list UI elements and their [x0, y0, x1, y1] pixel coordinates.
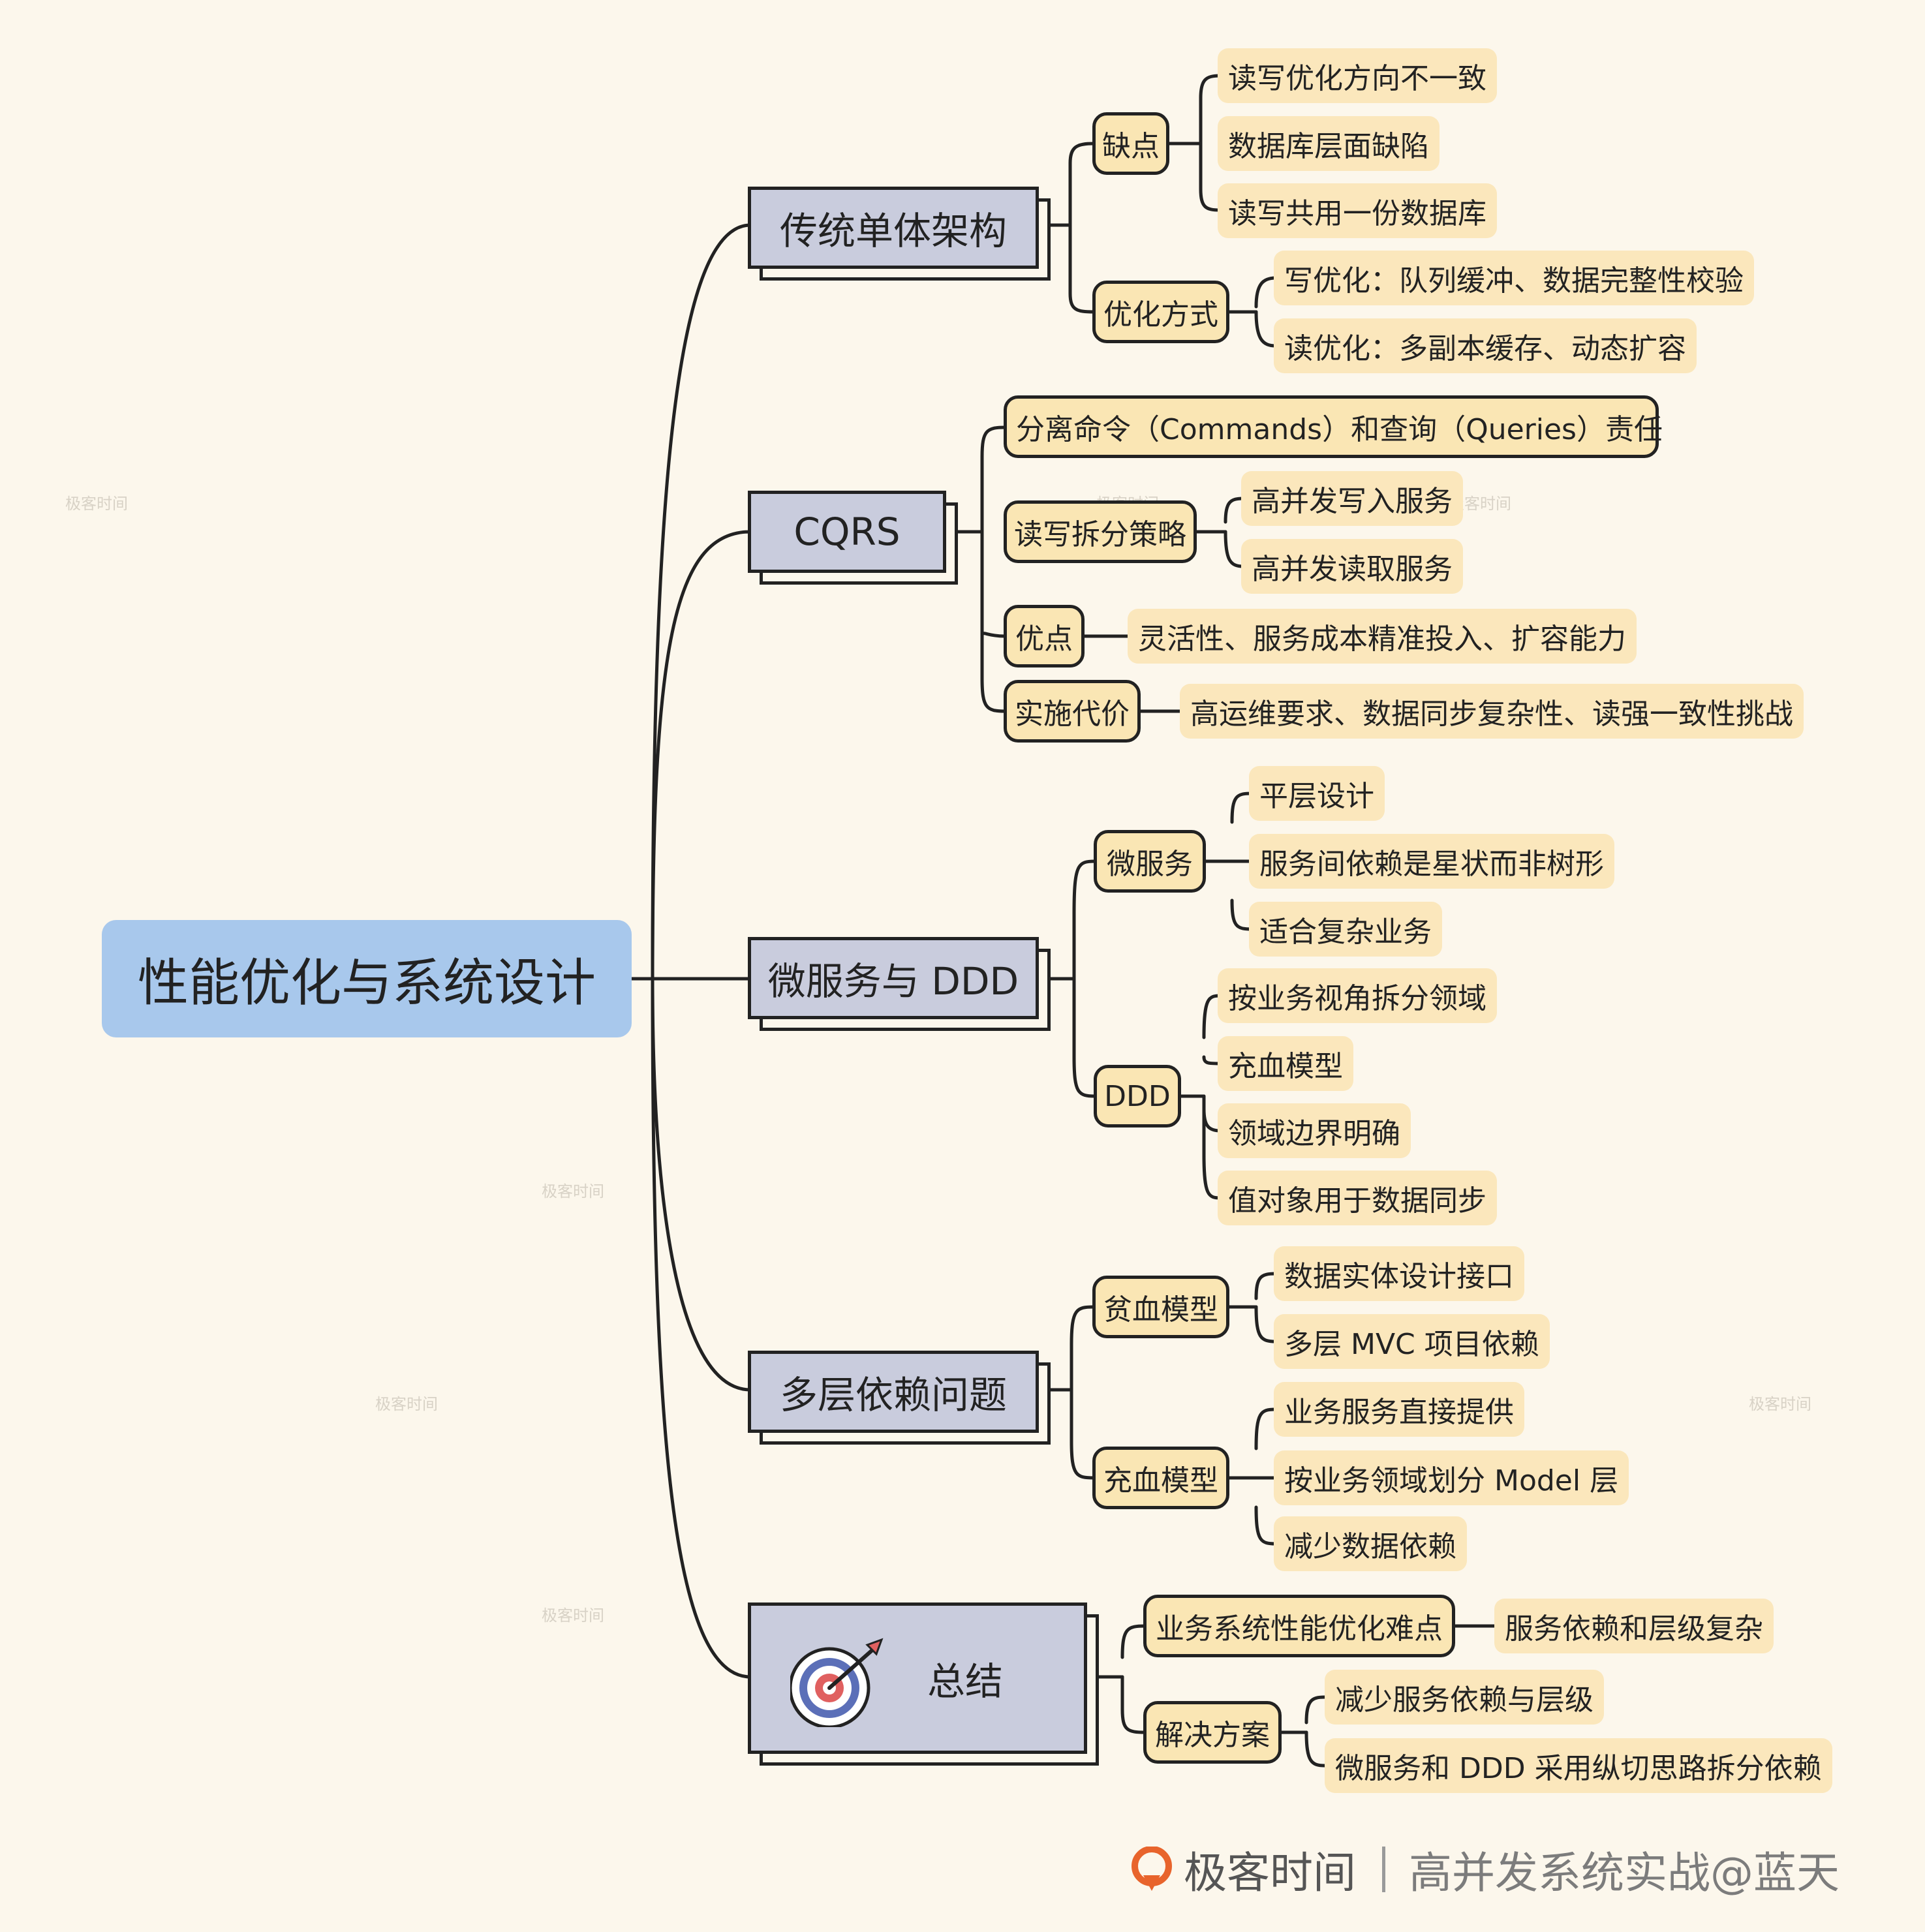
root-node[interactable]: 性能优化与系统设计 [102, 920, 632, 1037]
leaf-split-service[interactable]: 高并发读取服务 [1241, 539, 1463, 594]
leaf-solution[interactable]: 微服务和 DDD 采用纵切思路拆分依赖 [1325, 1738, 1832, 1793]
leaf-implementation-cost[interactable]: 高运维要求、数据同步复杂性、读强一致性挑战 [1180, 684, 1804, 739]
summary-label: 总结 [927, 1659, 1004, 1704]
node-anemic-model[interactable]: 贫血模型 [1092, 1276, 1229, 1338]
geektime-logo-icon [1132, 1847, 1172, 1891]
watermark: 极客时间 [542, 1606, 604, 1625]
leaf-advantages[interactable]: 灵活性、服务成本精准投入、扩容能力 [1128, 609, 1637, 664]
node-ddd[interactable]: DDD [1094, 1065, 1181, 1127]
node-rich-model[interactable]: 充血模型 [1092, 1447, 1229, 1509]
node-advantages[interactable]: 优点 [1004, 605, 1085, 667]
node-optimization[interactable]: 优化方式 [1092, 281, 1229, 343]
node-drawbacks[interactable]: 缺点 [1092, 112, 1169, 175]
watermark: 极客时间 [542, 1182, 604, 1201]
leaf-microservice[interactable]: 服务间依赖是星状而非树形 [1249, 834, 1614, 889]
leaf-optimization[interactable]: 写优化：队列缓冲、数据完整性校验 [1274, 251, 1754, 305]
leaf-rich-model[interactable]: 减少数据依赖 [1274, 1516, 1467, 1571]
divider [1382, 1847, 1385, 1892]
leaf-rich-model[interactable]: 业务服务直接提供 [1274, 1382, 1524, 1437]
leaf-drawback[interactable]: 数据库层面缺陷 [1218, 116, 1440, 171]
node-performance-difficulty[interactable]: 业务系统性能优化难点 [1143, 1595, 1455, 1657]
branch-multi-layer-dependency[interactable]: 多层依赖问题 [748, 1351, 1039, 1433]
brand-name: 极客时间 [1184, 1848, 1356, 1898]
branch-summary[interactable]: 总结 [748, 1602, 1087, 1754]
branch-traditional-architecture[interactable]: 传统单体架构 [748, 187, 1039, 269]
watermark: 极客时间 [65, 495, 128, 513]
leaf-optimization[interactable]: 读优化：多副本缓存、动态扩容 [1274, 318, 1697, 373]
leaf-microservice[interactable]: 平层设计 [1249, 766, 1385, 821]
leaf-rich-model[interactable]: 按业务领域划分 Model 层 [1274, 1450, 1629, 1505]
node-solution[interactable]: 解决方案 [1143, 1701, 1282, 1764]
leaf-ddd[interactable]: 按业务视角拆分领域 [1218, 968, 1497, 1023]
watermark: 极客时间 [1749, 1395, 1811, 1413]
leaf-ddd[interactable]: 值对象用于数据同步 [1218, 1171, 1497, 1225]
node-implementation-cost[interactable]: 实施代价 [1004, 680, 1141, 743]
course-title: 高并发系统实战@蓝天 [1409, 1848, 1840, 1898]
leaf-drawback[interactable]: 读写优化方向不一致 [1218, 48, 1497, 103]
leaf-anemic-model[interactable]: 数据实体设计接口 [1274, 1246, 1524, 1301]
leaf-performance-difficulty[interactable]: 服务依赖和层级复杂 [1494, 1599, 1774, 1653]
leaf-microservice[interactable]: 适合复杂业务 [1249, 902, 1442, 957]
leaf-split-service[interactable]: 高并发写入服务 [1241, 471, 1463, 526]
node-microservice[interactable]: 微服务 [1094, 830, 1206, 893]
leaf-ddd[interactable]: 领域边界明确 [1218, 1103, 1411, 1158]
node-command-query-separation[interactable]: 分离命令（Commands）和查询（Queries）责任 [1004, 395, 1663, 458]
leaf-drawback[interactable]: 读写共用一份数据库 [1218, 183, 1497, 238]
leaf-ddd[interactable]: 充血模型 [1218, 1036, 1353, 1091]
target-icon [790, 1638, 884, 1727]
branch-cqrs[interactable]: CQRS [748, 491, 946, 573]
node-read-write-split[interactable]: 读写拆分策略 [1004, 500, 1197, 563]
leaf-anemic-model[interactable]: 多层 MVC 项目依赖 [1274, 1314, 1550, 1369]
footer-brand: 极客时间 高并发系统实战@蓝天 [1129, 1840, 1899, 1899]
leaf-solution[interactable]: 减少服务依赖与层级 [1325, 1670, 1604, 1725]
branch-microservices-ddd[interactable]: 微服务与 DDD [748, 937, 1039, 1019]
watermark: 极客时间 [375, 1395, 438, 1413]
